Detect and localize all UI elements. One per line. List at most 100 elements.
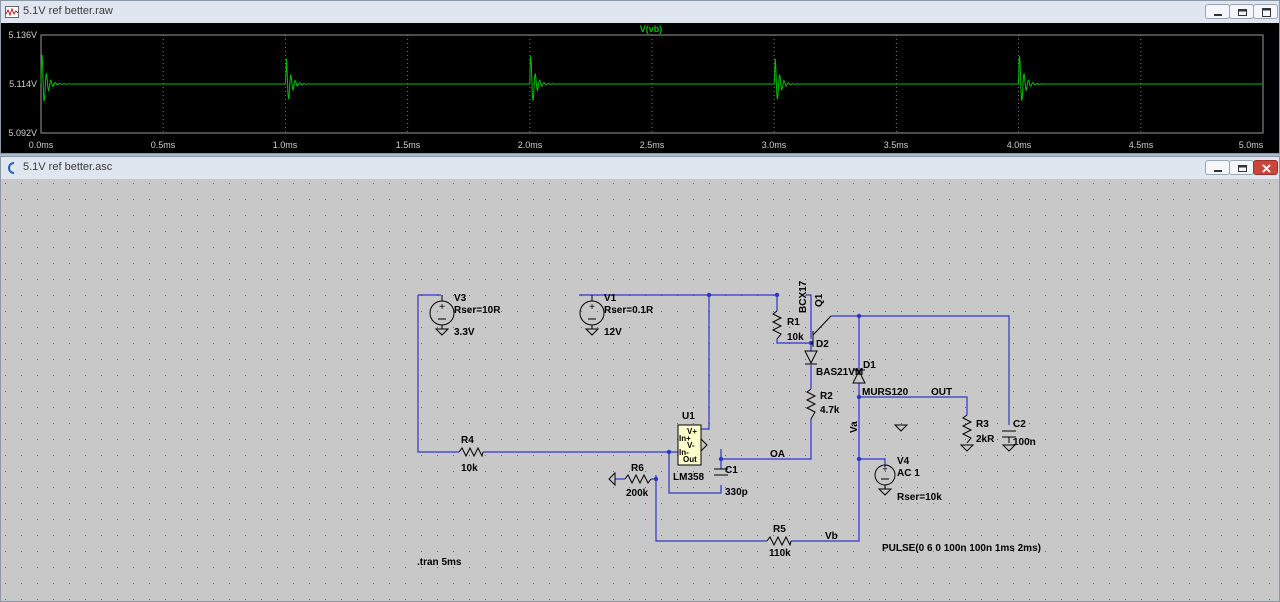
u1-pin-vplus: V+: [687, 427, 697, 436]
u1-pin-inminus: In-: [679, 448, 689, 457]
minimize-button[interactable]: [1205, 4, 1230, 19]
x-axis-ticks: 0.0ms 0.5ms 1.0ms 1.5ms 2.0ms 2.5ms 3.0m…: [29, 140, 1264, 150]
r4-name: R4: [461, 435, 474, 446]
v1-rser: Rser=0.1R: [604, 305, 654, 316]
d1-name: D1: [863, 360, 876, 371]
ground-icon: [584, 328, 600, 336]
schematic-window-title: 5.1V ref better.asc: [23, 161, 113, 173]
x-tick-label: 1.0ms: [273, 140, 298, 150]
u1-name: U1: [682, 411, 695, 422]
schematic-canvas[interactable]: + V3 Rser=10R 3.3V + V1 Rser=0.1R 12V R4…: [1, 179, 1279, 601]
svg-text:+: +: [439, 302, 445, 313]
x-tick-label: 3.5ms: [884, 140, 909, 150]
x-tick-label: 0.0ms: [29, 140, 54, 150]
v1-value: 12V: [604, 327, 622, 338]
schematic-titlebar[interactable]: 5.1V ref better.asc: [1, 157, 1279, 179]
ground-icon: [608, 471, 616, 487]
capacitor-c2[interactable]: C2 100n: [1001, 419, 1036, 452]
restore-icon: [1238, 9, 1247, 16]
restore-button[interactable]: [1229, 4, 1254, 19]
minimize-icon: [1214, 170, 1222, 172]
v4-rser: Rser=10k: [897, 492, 942, 503]
r1-name: R1: [787, 317, 800, 328]
resistor-r2[interactable]: R2 4.7k: [805, 388, 840, 420]
x-tick-label: 4.5ms: [1129, 140, 1154, 150]
net-label-vb[interactable]: Vb: [825, 531, 838, 542]
v3-value: 3.3V: [454, 327, 475, 338]
x-tick-label: 1.5ms: [396, 140, 421, 150]
capacitor-c1[interactable]: C1 330p: [714, 465, 748, 498]
ground-icon: [434, 328, 450, 336]
schematic-app-icon: [8, 162, 15, 174]
waveform-plot[interactable]: V(vb) 5.136V 5.114V 5.092V 0.0ms 0.5ms 1…: [1, 23, 1279, 153]
pulse-directive[interactable]: PULSE(0 6 0 100n 100n 1ms 2ms): [882, 543, 1041, 554]
waveform-app-icon: [5, 6, 19, 18]
c1-value: 330p: [725, 487, 748, 498]
diode-d2[interactable]: D2 BAS21VM: [804, 339, 863, 378]
x-tick-label: 3.0ms: [762, 140, 787, 150]
resistor-r1[interactable]: R1 10k: [771, 310, 804, 343]
net-label-va[interactable]: Va: [849, 421, 860, 433]
r6-value: 200k: [626, 488, 649, 499]
waveform-window-title: 5.1V ref better.raw: [23, 5, 113, 17]
resistor-r6[interactable]: R6 200k: [608, 463, 652, 499]
wires: [417, 294, 1010, 542]
tran-directive[interactable]: .tran 5ms: [417, 557, 462, 568]
net-label-out[interactable]: OUT: [931, 387, 952, 398]
close-button[interactable]: [1253, 160, 1278, 175]
resistor-r5[interactable]: R5 110k: [766, 524, 792, 559]
close-icon: [1262, 164, 1271, 173]
u1-value: LM358: [673, 472, 705, 483]
x-tick-label: 2.5ms: [640, 140, 665, 150]
restore-button[interactable]: [1229, 160, 1254, 175]
ground-icon: [877, 488, 893, 496]
minimize-button[interactable]: [1205, 160, 1230, 175]
resistor-r3[interactable]: R3 2kR: [959, 414, 995, 452]
diode-d1[interactable]: D1 MURS120: [852, 360, 909, 398]
d2-name: D2: [816, 339, 829, 350]
v3-name: V3: [454, 293, 467, 304]
voltage-source-v4[interactable]: + V4 AC 1 Rser=10k: [874, 456, 942, 503]
canvas-grid: [1, 179, 1279, 601]
y-tick-label: 5.114V: [9, 79, 37, 89]
c1-name: C1: [725, 465, 738, 476]
r5-value: 110k: [769, 548, 791, 559]
ground-icon: [959, 444, 975, 452]
v4-name: V4: [897, 456, 910, 467]
schematic-window[interactable]: 5.1V ref better.asc: [0, 156, 1280, 602]
svg-text:+: +: [589, 302, 595, 313]
r5-name: R5: [773, 524, 786, 535]
opamp-u1[interactable]: V+ In+ V- In- Out U1 LM358: [673, 411, 708, 483]
trace-label[interactable]: V(vb): [640, 24, 663, 34]
voltage-source-v1[interactable]: + V1 Rser=0.1R 12V: [579, 293, 654, 338]
x-tick-label: 0.5ms: [151, 140, 176, 150]
maximize-icon: [1262, 8, 1271, 17]
svg-text:+: +: [882, 464, 887, 474]
r6-name: R6: [631, 463, 644, 474]
voltage-source-v3[interactable]: + V3 Rser=10R 3.3V: [429, 293, 501, 338]
x-tick-label: 2.0ms: [518, 140, 543, 150]
v4-value: AC 1: [897, 468, 920, 479]
net-label-oa[interactable]: OA: [770, 449, 785, 460]
y-axis-ticks: 5.136V 5.114V 5.092V: [8, 30, 37, 138]
plot-background: [1, 23, 1279, 153]
ground-icon: [1001, 444, 1017, 452]
d2-value: BAS21VM: [816, 367, 863, 378]
transistor-q1[interactable]: BCX17 Q1: [798, 280, 832, 347]
q1-name: Q1: [814, 293, 825, 307]
waveform-window[interactable]: 5.1V ref better.raw V(vb) 5.136V 5.114V …: [0, 0, 1280, 154]
waveform-titlebar[interactable]: 5.1V ref better.raw: [1, 1, 1279, 23]
resistor-r4[interactable]: R4 10k: [458, 435, 484, 474]
trace-line[interactable]: [40, 54, 1263, 102]
minimize-icon: [1214, 14, 1222, 16]
c2-value: 100n: [1013, 437, 1036, 448]
junctions: [653, 292, 862, 482]
r2-name: R2: [820, 391, 833, 402]
u1-pin-vminus: V-: [687, 441, 695, 450]
y-tick-label: 5.092V: [8, 128, 37, 138]
d1-value: MURS120: [862, 387, 909, 398]
v1-name: V1: [604, 293, 617, 304]
maximize-button[interactable]: [1253, 4, 1278, 19]
r3-name: R3: [976, 419, 989, 430]
r3-value: 2kR: [976, 434, 995, 445]
